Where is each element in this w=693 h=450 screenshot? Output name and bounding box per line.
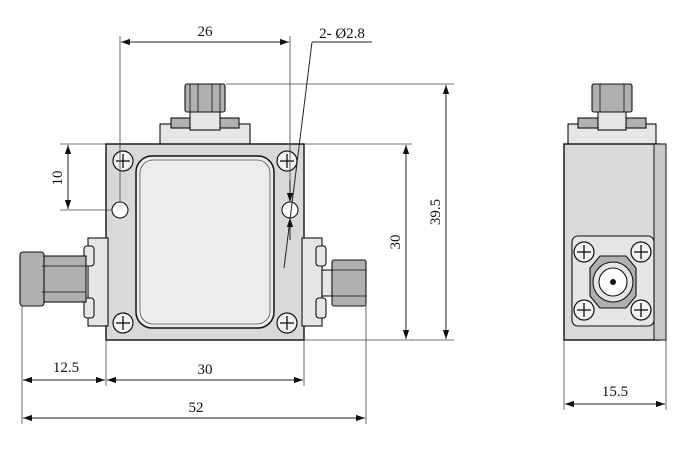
- side-screw-bl: [573, 299, 595, 321]
- dimension-labels: 26 2- Ø2.8 10 30 39.5 12.5 30 52 15.5: [50, 24, 628, 416]
- side-top-connector: [591, 83, 633, 131]
- side-view: [563, 83, 667, 341]
- corner-screw-tl: [112, 150, 134, 172]
- corner-screw-tr: [276, 150, 298, 172]
- side-sma-face: [589, 255, 637, 309]
- dim-body-width: 30: [198, 362, 213, 378]
- cover-window: [135, 155, 275, 329]
- dim-overall-width: 52: [189, 400, 204, 416]
- dim-side-depth: 15.5: [602, 384, 628, 400]
- dim-body-height: 30: [388, 235, 404, 250]
- dim-top-hole-spacing: 26: [198, 24, 214, 40]
- front-view: [19, 83, 367, 341]
- mounting-hole-left: [111, 201, 129, 219]
- dimension-lines: [21, 36, 667, 424]
- corner-screw-bl: [112, 312, 134, 334]
- dim-hole-callout: 2- Ø2.8: [319, 26, 365, 42]
- right-sma-connector: [301, 237, 367, 327]
- top-sma-connector: [184, 83, 226, 131]
- left-sma-connector: [19, 237, 109, 327]
- side-screw-tl: [573, 241, 595, 263]
- dim-overall-height: 39.5: [428, 199, 444, 225]
- dim-left-connector-length: 12.5: [53, 360, 79, 376]
- side-screw-br: [630, 299, 652, 321]
- side-screw-tr: [630, 241, 652, 263]
- dim-hole-offset: 10: [50, 171, 66, 186]
- corner-screw-br: [276, 312, 298, 334]
